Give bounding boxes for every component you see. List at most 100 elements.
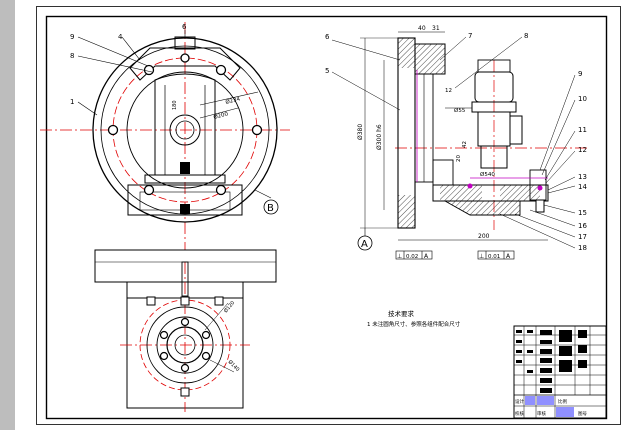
callout-r17: 17	[578, 233, 587, 241]
bolt-hole	[215, 64, 227, 76]
callout-right-8: 8	[524, 32, 528, 40]
callout-right-5: 5	[325, 67, 329, 75]
tol-left-sym: ⊥	[397, 253, 402, 260]
tb-cell-scale: 比例	[558, 398, 567, 405]
bolt-hole	[143, 184, 155, 196]
callout-r14: 14	[578, 183, 587, 191]
callout-r13: 13	[578, 173, 587, 181]
right-callout-leaders	[499, 74, 576, 249]
leader-r16	[529, 209, 576, 227]
callout-right-7: 7	[468, 32, 472, 40]
left-top-clamp	[129, 47, 241, 81]
tb-blue-cell	[525, 396, 535, 405]
bottom-bore	[174, 334, 196, 356]
tb-glyph	[559, 360, 572, 372]
callout-r9: 9	[578, 70, 582, 78]
leader-r17	[514, 213, 576, 238]
tb-filled-glyphs	[516, 330, 587, 393]
tb-glyph	[516, 330, 522, 333]
callout-right-6: 6	[325, 33, 330, 41]
tb-glyph	[516, 350, 522, 353]
bottom-dim-leader-1	[204, 302, 229, 331]
leader-1	[77, 101, 98, 116]
dim-top-40: 40	[418, 25, 426, 32]
bolt-hole	[180, 317, 190, 327]
tb-glyph	[540, 378, 552, 383]
dim-top-31: 31	[432, 25, 440, 32]
leader-right-6	[331, 39, 401, 61]
tol-left-box	[395, 250, 433, 260]
bottom-nut-center	[180, 296, 190, 306]
right-arm-hatch-r	[500, 185, 540, 201]
datum-a-label: A	[361, 239, 368, 250]
tb-glyph	[540, 358, 552, 363]
tb-glyph	[540, 388, 552, 393]
bottom-nut-left	[146, 296, 156, 306]
dim-bottom-200: 200	[478, 233, 490, 240]
dim-mid-55: Ø55	[454, 107, 466, 114]
tol-right-ref: A	[506, 253, 511, 260]
tolerance-frame-left: ⊥ 0.02 A	[395, 250, 433, 260]
right-nut-right	[535, 199, 545, 213]
tb-glyph	[527, 350, 533, 353]
tb-glyph	[540, 368, 552, 373]
callout-r15: 15	[578, 209, 587, 217]
datum-b-label: B	[267, 203, 274, 214]
dim-mid-540: Ø540	[480, 171, 495, 178]
bolt-hole	[201, 351, 211, 361]
bottom-outer-ring	[146, 306, 224, 384]
bottom-dim-leader-2	[209, 359, 235, 373]
dim-200: Ø200	[213, 110, 230, 121]
left-nut-top	[180, 162, 190, 174]
tb-glyph	[559, 346, 572, 356]
leader-r14	[547, 185, 576, 194]
left-lower-plate	[127, 184, 243, 216]
bottom-inner-ring	[166, 326, 204, 364]
right-support	[432, 159, 454, 186]
bottom-bolts	[159, 317, 211, 373]
right-plate-hatch-bottom	[398, 195, 415, 228]
tb-glyph	[527, 370, 533, 373]
right-view: 40 31 Ø380 Ø300 h6 Ø55 12 Ø540 20 42 200…	[325, 25, 590, 260]
right-bottom-jaw	[443, 200, 521, 216]
tb-glyph	[540, 340, 552, 344]
leader-r15	[543, 204, 576, 214]
callout-1: 1	[70, 98, 74, 106]
leader-dim-200	[199, 107, 239, 119]
right-column-top-cap	[477, 59, 511, 73]
bolt-hole	[180, 363, 190, 373]
bolt-hole	[201, 330, 211, 340]
leader-r13	[547, 176, 576, 191]
callout-8: 8	[70, 52, 74, 60]
right-magenta-dot	[467, 183, 473, 189]
right-magenta-dot2	[537, 185, 543, 191]
right-column-neck	[480, 145, 508, 169]
bolt-hole	[159, 330, 169, 340]
left-nut-bottom	[180, 204, 190, 214]
callout-r18: 18	[578, 244, 587, 252]
title-block: 设计 校核 审核 比例 图号	[513, 325, 607, 419]
bolt-hole	[143, 64, 155, 76]
tb-glyph	[578, 345, 587, 353]
bottom-stud-top	[181, 261, 189, 297]
callout-6: 6	[182, 23, 187, 31]
bottom-nut-right	[214, 296, 224, 306]
leader-r18	[499, 213, 576, 249]
callout-r11: 11	[578, 126, 587, 134]
left-hub-circle	[169, 114, 201, 146]
right-column-side-box	[509, 115, 523, 145]
tol-right-sym: ⊥	[479, 253, 484, 260]
tb-blue-cell	[556, 407, 574, 417]
bottom-nut-low	[180, 387, 190, 397]
tb-blue-cell	[537, 396, 554, 405]
leader-r9	[539, 74, 576, 171]
sheet-inner-frame	[45, 15, 608, 420]
leader-9	[77, 36, 149, 67]
leader-right-7	[439, 36, 467, 61]
leader-8	[77, 55, 153, 73]
leader-right-8	[454, 36, 523, 89]
bolt-hole	[159, 351, 169, 361]
callout-4: 4	[118, 33, 123, 41]
tol-left-val: 0.02	[406, 254, 418, 260]
